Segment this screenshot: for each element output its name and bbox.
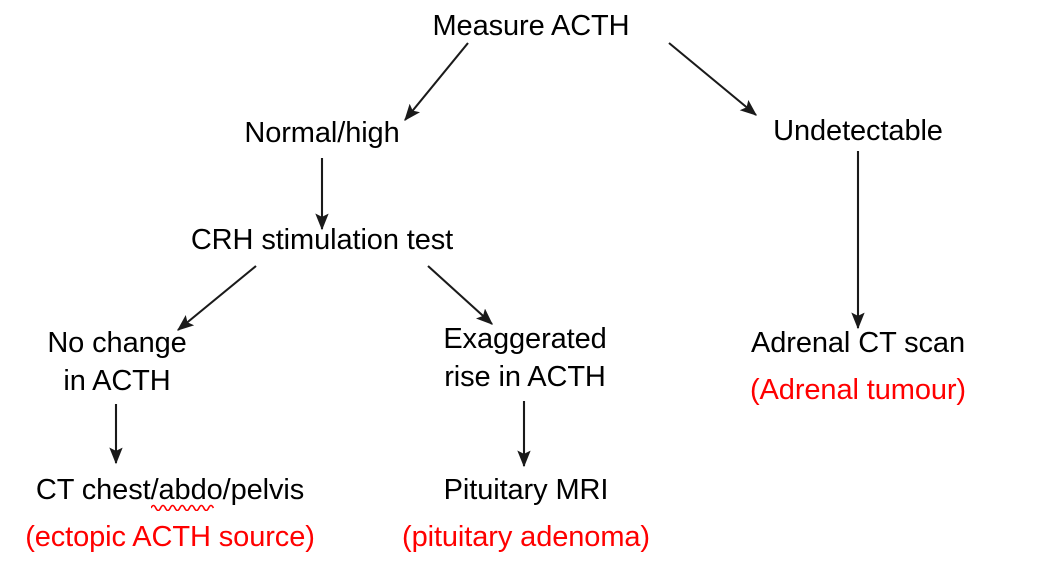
node-no-change-in-acth-line-1: in ACTH [63,364,171,397]
node-no-change-in-acth: No change in ACTH [0,325,234,400]
node-exaggerated-rise-in-acth-line-0: Exaggerated [443,323,607,355]
node-adrenal-ct-scan-caption: (Adrenal tumour) [750,373,966,406]
node-pituitary-mri: Pituitary MRI (pituitary adenoma) [398,472,654,556]
edge-measure-to-undetectable [668,42,757,116]
node-adrenal-ct-scan-line-0: Adrenal CT scan [751,327,965,359]
node-crh-stimulation-test-line-0: CRH stimulation test [190,224,454,256]
node-pituitary-mri-line-0: Pituitary MRI [443,474,609,506]
node-adrenal-ct-scan: Adrenal CT scan (Adrenal tumour) [718,325,998,409]
node-exaggerated-rise-in-acth: Exaggerated rise in ACTH [397,321,653,396]
node-measure-acth-line-0: Measure ACTH [432,10,630,42]
edge-crh-to-no-change [177,265,257,331]
node-ct-chest-abdo-pelvis: CT chest/abdo/pelvis (ectopic ACTH sourc… [0,472,340,556]
node-ct-chest-abdo-pelvis-line-0: CT chest/abdo/pelvis [35,474,305,506]
node-no-change-in-acth-line-0: No change [47,327,187,359]
node-crh-stimulation-test: CRH stimulation test [172,222,472,260]
node-normal-high: Normal/high [172,115,472,153]
node-undetectable: Undetectable [708,113,1008,151]
node-pituitary-mri-caption: (pituitary adenoma) [402,520,650,553]
node-normal-high-line-0: Normal/high [244,117,400,149]
node-undetectable-line-0: Undetectable [773,115,943,147]
node-ct-chest-abdo-pelvis-caption: (ectopic ACTH source) [25,520,315,553]
edge-crh-to-exaggerated [427,265,493,325]
node-exaggerated-rise-in-acth-line-1: rise in ACTH [444,360,606,393]
edge-measure-to-normal-high [404,42,469,121]
node-measure-acth: Measure ACTH [0,8,1062,46]
